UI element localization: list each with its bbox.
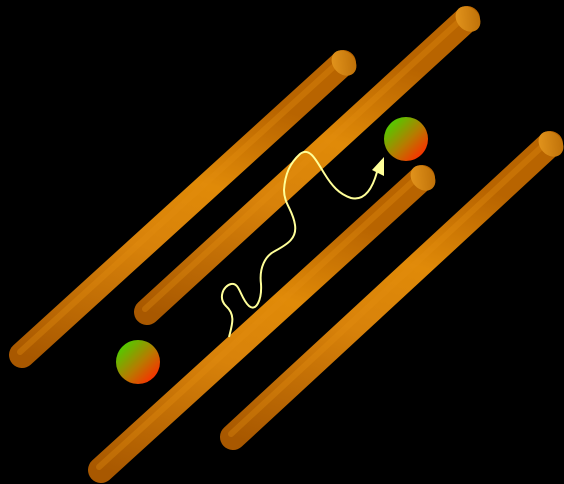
rod-3 bbox=[88, 165, 436, 483]
rod-2 bbox=[134, 6, 481, 325]
start-particle bbox=[116, 340, 160, 384]
end-particle bbox=[384, 117, 428, 161]
rod-4 bbox=[220, 131, 564, 450]
rod-1 bbox=[9, 50, 357, 368]
random-walk-path bbox=[220, 151, 378, 338]
path-arrowhead bbox=[372, 157, 384, 176]
